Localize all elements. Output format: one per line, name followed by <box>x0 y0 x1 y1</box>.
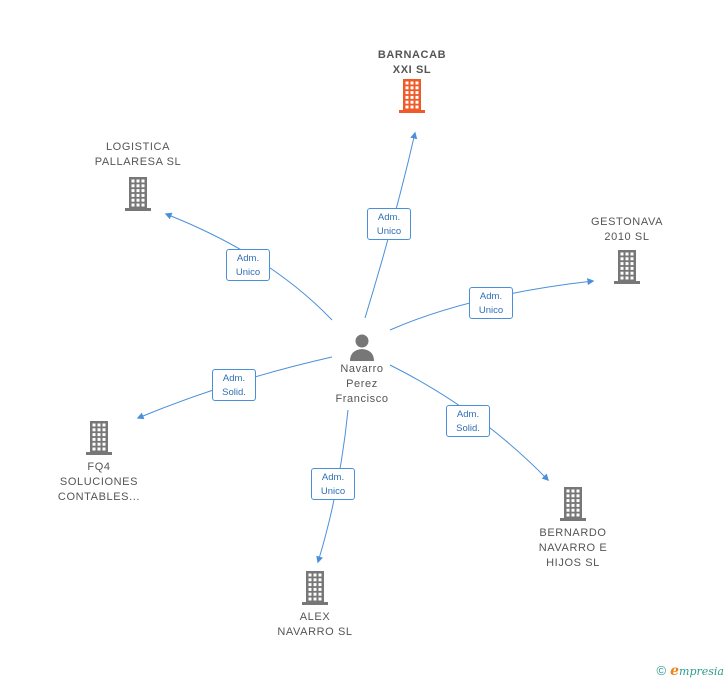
company-node-bernardo[interactable]: BERNARDO NAVARRO E HIJOS SL <box>528 486 618 571</box>
brand-footer: ©empresia <box>657 663 724 679</box>
brand-logo-text: mpresia <box>679 665 724 678</box>
company-label: BARNACAB XXI SL <box>377 49 447 76</box>
person-node[interactable]: Navarro Perez Francisco <box>320 332 404 407</box>
company-node-gestonava[interactable]: GESTONAVA 2010 SL <box>582 215 672 285</box>
building-icon <box>125 177 151 211</box>
company-label: ALEX NAVARRO SL <box>277 611 353 638</box>
building-icon <box>614 250 640 284</box>
person-name: Navarro Perez Francisco <box>335 363 389 405</box>
company-node-fq4[interactable]: FQ4 SOLUCIONES CONTABLES... <box>52 420 146 505</box>
building-icon <box>86 421 112 455</box>
company-node-alex[interactable]: ALEX NAVARRO SL <box>270 570 360 640</box>
person-icon <box>350 334 374 361</box>
role-badge-gestonava: Adm.Unico <box>469 287 513 319</box>
building-icon <box>560 487 586 521</box>
role-badge-fq4: Adm.Solid. <box>212 369 256 401</box>
building-icon <box>302 571 328 605</box>
role-badge-logistica: Adm.Unico <box>226 249 270 281</box>
copyright-symbol: © <box>656 663 667 678</box>
company-node-barnacab[interactable]: BARNACAB XXI SL <box>372 48 452 114</box>
role-badge-alex: Adm.Unico <box>311 468 355 500</box>
company-node-logistica[interactable]: LOGISTICA PALLARESA SL <box>88 140 188 212</box>
company-label: LOGISTICA PALLARESA SL <box>94 141 182 168</box>
role-badge-bernardo: Adm.Solid. <box>446 405 490 437</box>
company-label: GESTONAVA 2010 SL <box>590 216 664 243</box>
company-label: BERNARDO NAVARRO E HIJOS SL <box>538 527 608 569</box>
role-badge-barnacab: Adm.Unico <box>367 208 411 240</box>
building-icon <box>399 79 425 113</box>
company-label: FQ4 SOLUCIONES CONTABLES... <box>57 461 141 503</box>
brand-logo-initial: e <box>670 663 680 679</box>
